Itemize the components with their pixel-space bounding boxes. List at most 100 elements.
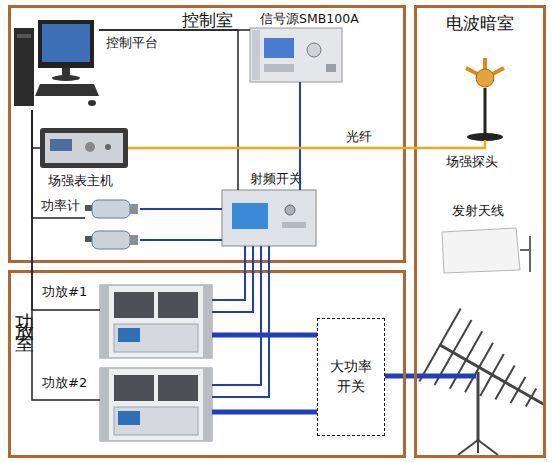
room-title: 电波暗室: [417, 14, 543, 34]
rf-cable: [212, 246, 261, 385]
sensor-connector: [130, 204, 138, 214]
probe-base: [467, 133, 503, 141]
meter-face: [45, 133, 123, 163]
device-label: 场强探头: [446, 155, 498, 170]
amp-grille: [158, 292, 198, 318]
amp-panel: [114, 324, 198, 352]
tripod-leg: [478, 440, 498, 455]
control-line: [32, 110, 100, 310]
monitor-screen: [42, 24, 90, 62]
rf-cable: [299, 82, 301, 190]
switch-buttons: [282, 222, 306, 228]
log-periodic-antenna-art: [419, 309, 545, 456]
monitor: [38, 20, 94, 68]
sensor-body: [92, 200, 130, 218]
amp-handle: [203, 368, 212, 441]
antenna-feed-cable: [385, 374, 476, 379]
room-region: 控制室控制平台信号源SMB100A场强表主机功率计射频开关: [8, 5, 406, 263]
meter-screen: [50, 139, 72, 151]
tripod-leg: [458, 440, 478, 455]
rf-cable: [140, 239, 222, 241]
room-region: 功放室 功放#1 功放#2 大功率开关: [8, 270, 406, 458]
device-label: 功率计: [41, 199, 80, 214]
power-switch-box: 大功率开关: [317, 318, 385, 436]
room-region: 电波暗室场强探头发射天线: [414, 5, 546, 458]
antenna-element: [419, 309, 460, 382]
computer-art: [14, 20, 99, 106]
device-label: 控制平台: [106, 36, 158, 51]
amplifier-art: [100, 285, 212, 358]
rf-cable: [212, 246, 245, 300]
antenna-element: [526, 388, 536, 406]
antenna-element: [511, 377, 526, 403]
high-power-cable: [212, 333, 317, 338]
device-label: 功放#2: [42, 376, 87, 391]
tripod-leg: [477, 440, 479, 453]
meter-body: [40, 128, 128, 168]
generator-screen: [264, 38, 294, 58]
device-label: 发射天线: [452, 204, 504, 219]
amp-handle: [203, 285, 212, 358]
amp-grille: [114, 375, 154, 401]
pc-tower: [14, 28, 34, 106]
device-label: 信号源SMB100A: [260, 12, 359, 26]
keyboard: [35, 84, 99, 96]
amp-grille: [114, 292, 154, 318]
panel-antenna-art: [442, 228, 530, 273]
control-line: [32, 110, 85, 218]
device-label: 射频开关: [250, 172, 302, 187]
device-label: 场强表主机: [48, 174, 113, 189]
amp-body: [100, 285, 212, 358]
probe-stand: [484, 88, 487, 135]
sensor-connector: [130, 235, 138, 245]
generator-body: [250, 28, 342, 82]
meter-knob: [85, 142, 95, 152]
edge-label: 光纤: [346, 128, 372, 146]
switch-knob: [285, 205, 295, 215]
amplifier-node: 功放#1: [100, 285, 212, 358]
signal-generator-node: 信号源SMB100A: [250, 28, 342, 82]
field-meter-art: [40, 128, 128, 168]
amplifier-art: [100, 368, 212, 441]
rf-switch-node: 射频开关: [222, 190, 316, 246]
amplifier-node: 功放#2: [100, 368, 212, 441]
sensor-body: [92, 231, 130, 249]
switch-screen: [232, 203, 268, 229]
room-title: 功放室: [14, 297, 36, 327]
box-label: 大功率开关: [318, 319, 384, 435]
antenna-element: [495, 366, 514, 400]
probe-ball: [476, 69, 494, 87]
generator-keys: [264, 64, 294, 72]
rf-cable: [140, 208, 222, 210]
amp-screen: [118, 411, 140, 425]
computer-node: 控制平台: [14, 20, 99, 110]
signal-generator-art: [250, 28, 342, 82]
power-sensor-art: [85, 200, 138, 249]
control-line: [32, 110, 100, 400]
control-line: [32, 110, 40, 148]
monitor-base: [52, 75, 80, 81]
control-line: [99, 29, 250, 31]
panel-antenna: [442, 228, 520, 273]
generator-knob: [307, 43, 321, 57]
amp-handle: [100, 285, 109, 358]
amp-handle: [100, 368, 109, 441]
meter-port: [105, 144, 111, 150]
high-power-cable: [212, 410, 317, 415]
generator-handle: [252, 30, 260, 80]
antenna-mount: [520, 249, 530, 251]
rf-cable: [212, 246, 253, 312]
generator-port: [326, 64, 336, 72]
antenna-mast: [477, 372, 480, 442]
field-meter-node: 场强表主机: [40, 128, 128, 168]
optical-fiber: [128, 140, 485, 148]
amp-screen: [118, 328, 140, 342]
antenna-node: 发射天线: [440, 228, 522, 276]
rf-switch-art: [222, 190, 316, 246]
monitor-stand: [62, 68, 70, 76]
power-meter-node: 功率计: [85, 198, 140, 254]
